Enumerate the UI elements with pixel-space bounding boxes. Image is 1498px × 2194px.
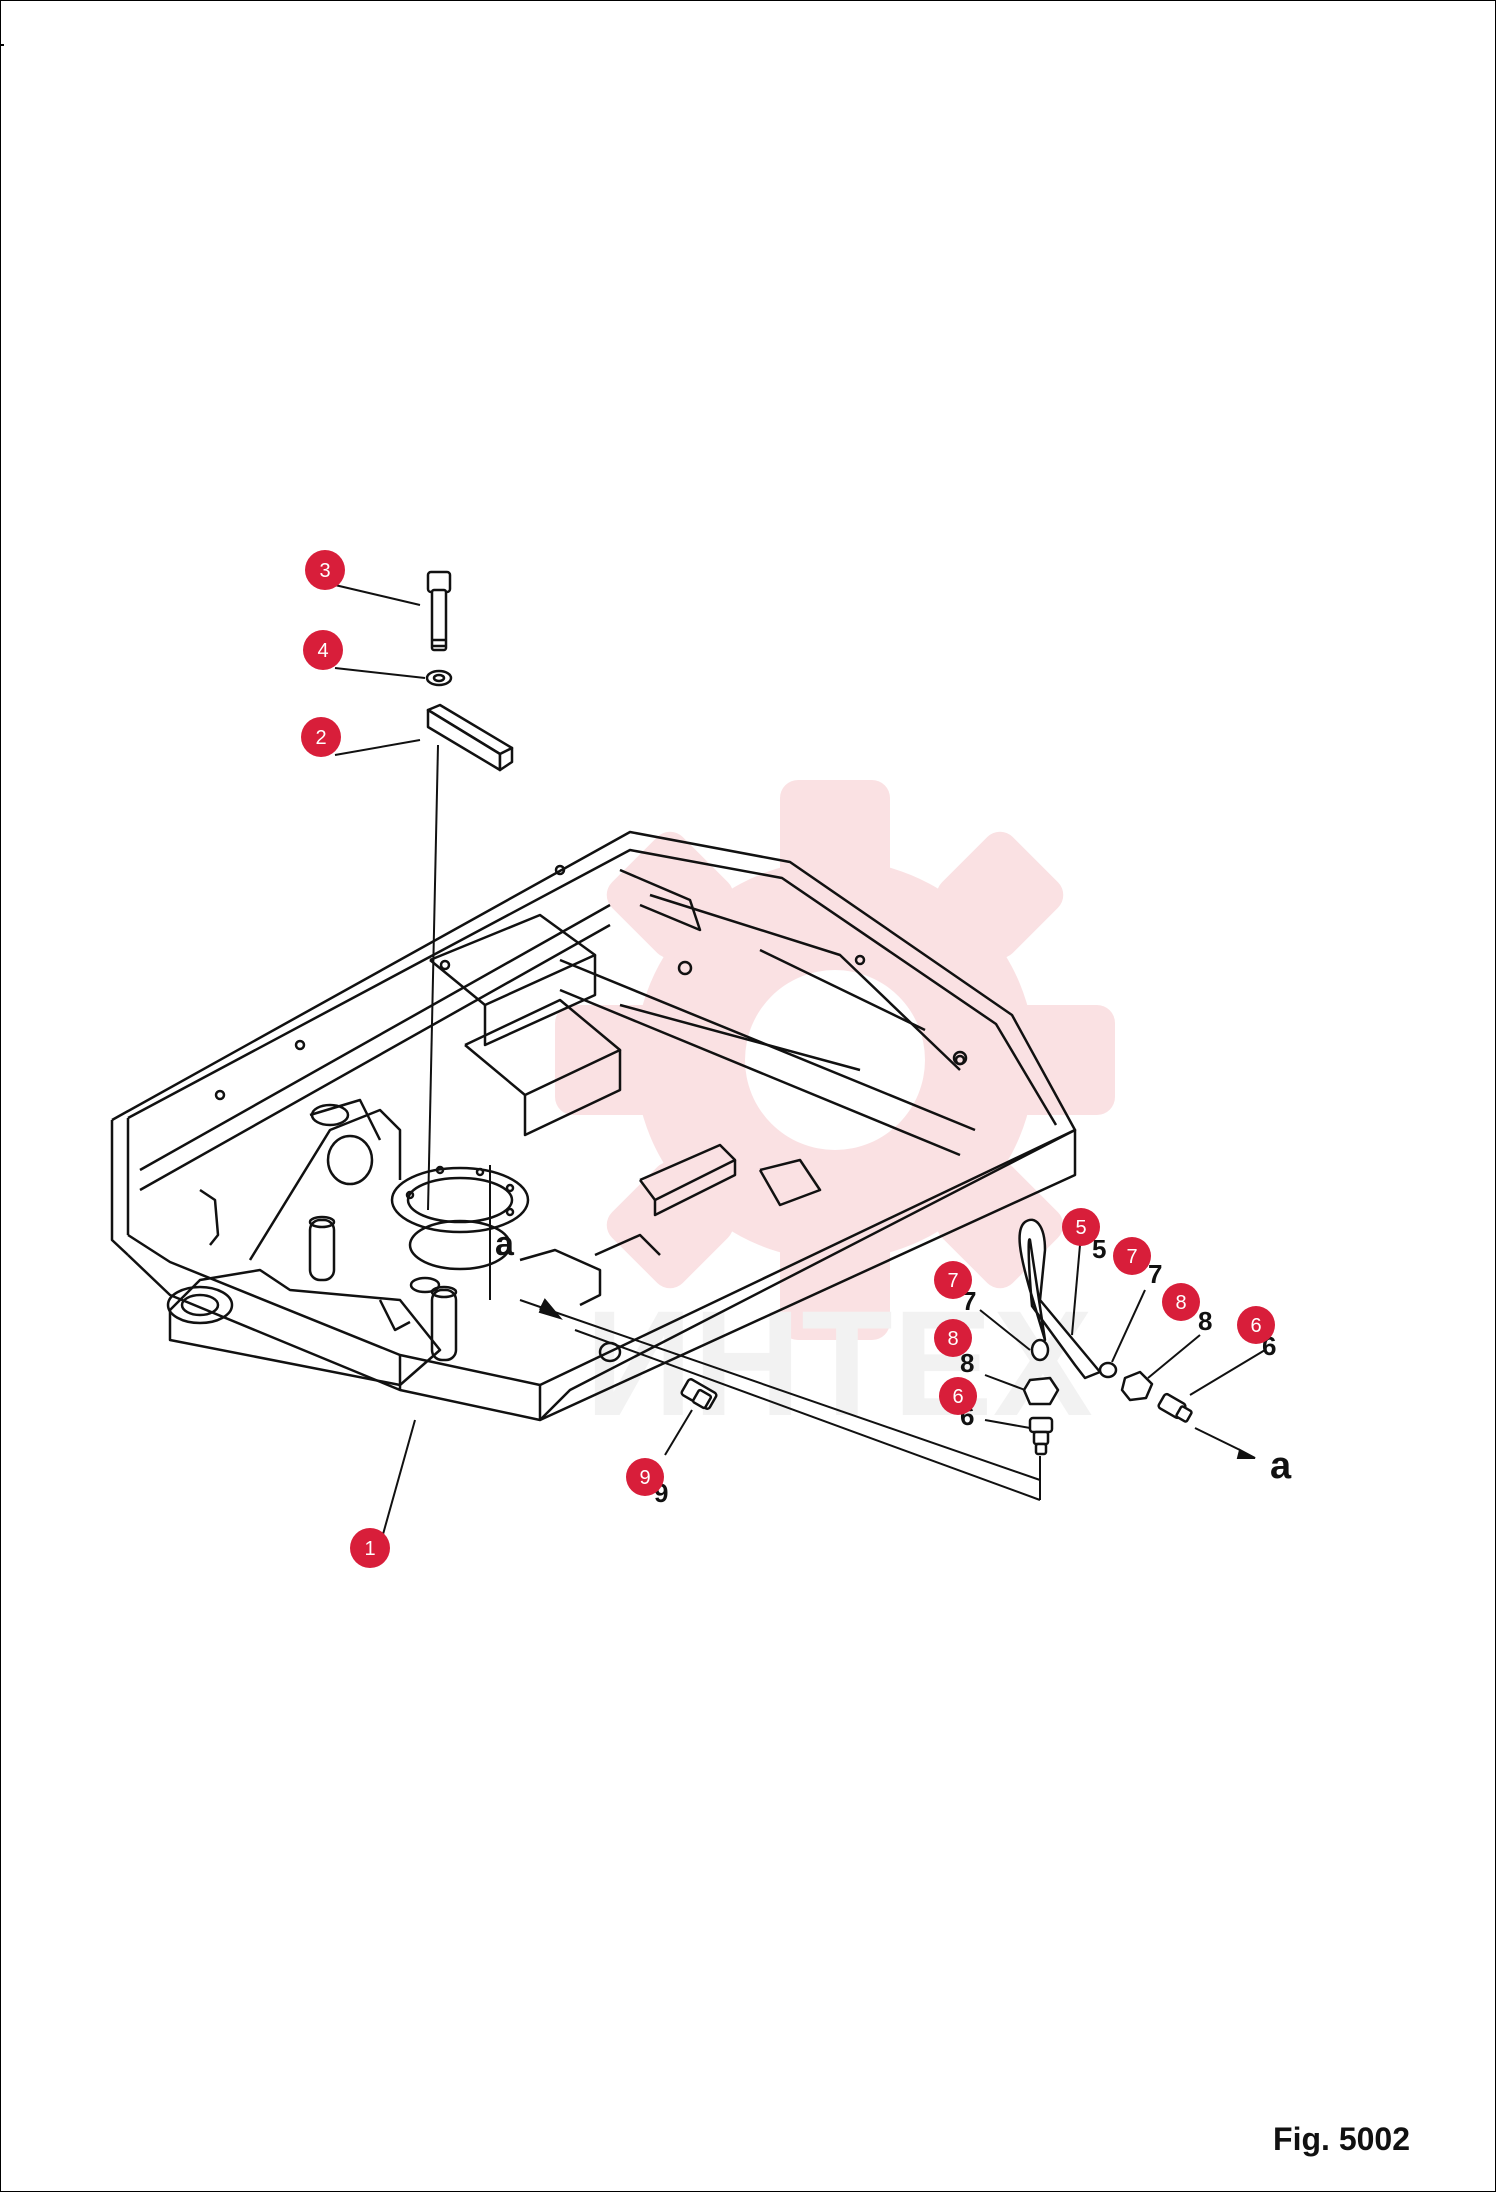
svg-text:7: 7 xyxy=(947,1270,958,1292)
callout-9[interactable]: 9 xyxy=(626,1458,664,1496)
callout-8a[interactable]: 8 xyxy=(934,1319,972,1357)
printed-number-5: 5 xyxy=(1092,1234,1106,1264)
callout-6b[interactable]: 6 xyxy=(1237,1306,1275,1344)
callouts: 3 4 2 5 7 7 8 8 6 6 9 1 xyxy=(301,550,1275,1568)
bolt-part-3 xyxy=(426,570,452,652)
ring-part-7-right xyxy=(1098,1361,1118,1379)
svg-text:8: 8 xyxy=(1175,1292,1186,1314)
printed-number-8b: 8 xyxy=(1198,1306,1212,1336)
ref-mark-center: a xyxy=(495,1225,515,1263)
hose-part-5 xyxy=(1018,1218,1102,1380)
svg-text:2: 2 xyxy=(315,727,326,749)
leader-lines xyxy=(334,584,1266,1546)
corner-tick xyxy=(0,44,4,46)
svg-text:1: 1 xyxy=(364,1538,375,1560)
printed-number-7b: 7 xyxy=(1148,1259,1162,1289)
svg-text:8: 8 xyxy=(947,1328,958,1350)
callout-3[interactable]: 3 xyxy=(305,550,345,590)
watermark-text: ИНТЕХ xyxy=(585,1279,1093,1447)
watermark: ИНТЕХ xyxy=(555,780,1115,1447)
svg-text:3: 3 xyxy=(319,560,330,582)
nut-part-8 xyxy=(1022,1376,1060,1406)
ref-mark-right: a xyxy=(1270,1445,1292,1487)
swing-bearing-ring xyxy=(390,1166,530,1234)
svg-text:9: 9 xyxy=(639,1467,650,1489)
svg-text:5: 5 xyxy=(1075,1217,1086,1239)
callout-8b[interactable]: 8 xyxy=(1162,1283,1200,1321)
callout-5[interactable]: 5 xyxy=(1062,1208,1100,1246)
adapter-part-6-right xyxy=(1157,1392,1193,1423)
figure-label: Fig. 5002 xyxy=(1273,2121,1410,2157)
callout-6a[interactable]: 6 xyxy=(939,1377,977,1415)
fitting-part-9 xyxy=(680,1378,718,1410)
ring-part-7 xyxy=(1030,1338,1050,1362)
callout-1[interactable]: 1 xyxy=(350,1528,390,1568)
printed-number-8a: 8 xyxy=(960,1348,974,1378)
svg-text:6: 6 xyxy=(952,1386,963,1408)
nut-part-8-right xyxy=(1120,1370,1154,1402)
boom-foot xyxy=(168,1268,442,1387)
svg-text:6: 6 xyxy=(1250,1315,1261,1337)
svg-text:4: 4 xyxy=(317,640,328,662)
top-rail xyxy=(111,830,1077,1421)
frame-structure xyxy=(110,830,1077,1422)
callout-7a[interactable]: 7 xyxy=(934,1261,972,1299)
callout-2[interactable]: 2 xyxy=(301,717,341,757)
callout-4[interactable]: 4 xyxy=(303,630,343,670)
adapter-part-6 xyxy=(1028,1416,1054,1456)
parts xyxy=(425,570,1193,1456)
callout-7b[interactable]: 7 xyxy=(1113,1237,1151,1275)
plate-part-2 xyxy=(426,703,514,772)
svg-text:7: 7 xyxy=(1126,1246,1137,1268)
printed-numbers: 5 7 7 8 8 6 6 9 xyxy=(654,1234,1276,1508)
